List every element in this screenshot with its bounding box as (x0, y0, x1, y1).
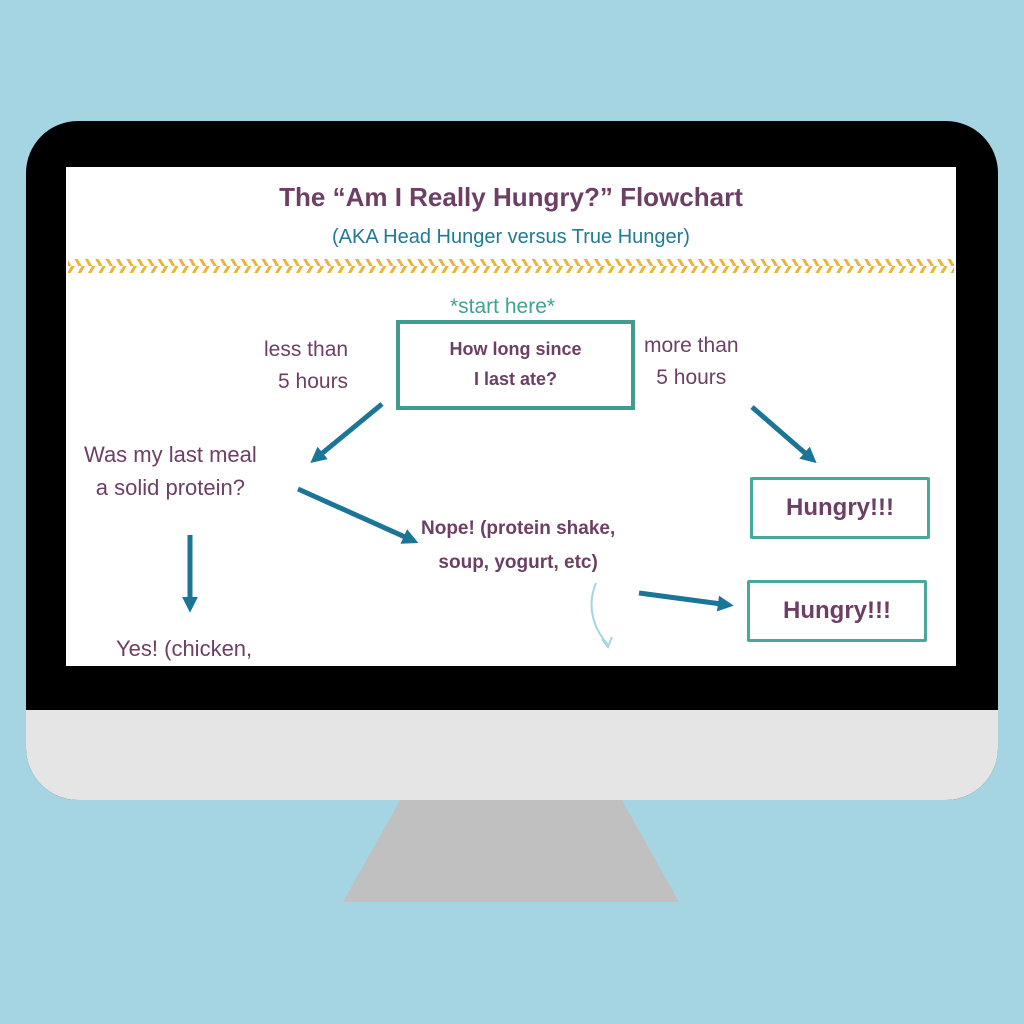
branch-label-more-than: more than 5 hours (644, 330, 739, 393)
zigzag-divider (68, 259, 954, 273)
curved-arrow-light-head (601, 636, 613, 650)
nope-line-1: Nope! (protein shake, (421, 518, 616, 539)
yes-answer: Yes! (chicken, (116, 636, 253, 661)
hungry-result-label-2: Hungry!!! (783, 597, 891, 624)
branch-label-less-than: less than 5 hours (264, 334, 348, 397)
arrow-to-nope (296, 486, 419, 544)
branch-less-line-2: 5 hours (278, 369, 349, 393)
connector-arrows (181, 402, 817, 650)
nope-line-2: soup, yogurt, etc) (438, 552, 598, 574)
arrow-to-hungry-1 (750, 405, 817, 464)
monitor-screen: The “Am I Really Hungry?” Flowchart (AKA… (66, 167, 956, 666)
arrow-to-protein-question (310, 402, 384, 464)
protein-question-line-2: a solid protein? (95, 475, 245, 500)
hungry-result-box: Hungry!!! (750, 477, 930, 539)
branch-less-line-1: less than (264, 338, 349, 361)
branch-more-line-1: more than (644, 334, 739, 357)
question-line-2: I last ate? (473, 369, 557, 389)
protein-question: Was my last meal a solid protein? (84, 438, 257, 504)
hungry-result-box-2: Hungry!!! (747, 580, 927, 642)
start-label: *start here* (450, 295, 556, 318)
arrow-to-hungry-2 (638, 590, 734, 612)
monitor-stand (343, 800, 679, 902)
nope-answer: Nope! (protein shake, soup, yogurt, etc) (421, 512, 615, 580)
monitor-chin (26, 710, 998, 800)
curved-arrow-light (590, 582, 609, 646)
question-line-1: How long since (449, 339, 582, 360)
protein-question-line-1: Was my last meal (84, 442, 257, 467)
flowchart-title: The “Am I Really Hungry?” Flowchart (279, 182, 743, 212)
branch-more-line-2: 5 hours (656, 365, 727, 389)
flowchart-subtitle: (AKA Head Hunger versus True Hunger) (332, 226, 690, 248)
hungry-result-label: Hungry!!! (786, 494, 894, 521)
start-question-box: How long since I last ate? (396, 320, 635, 410)
